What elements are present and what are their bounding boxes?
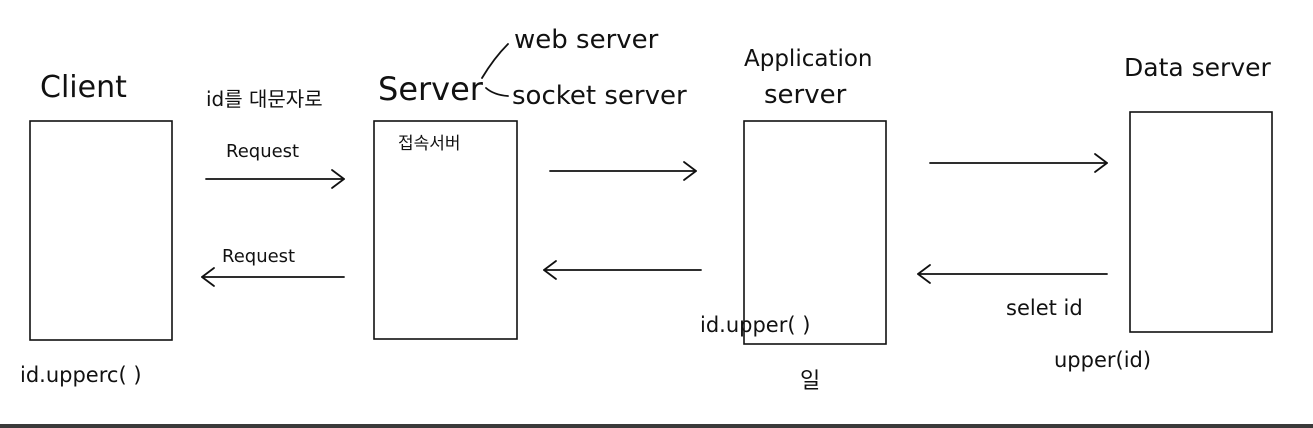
data-server-box [1129, 111, 1273, 333]
client-box [29, 120, 173, 341]
data-title: Data server [1124, 53, 1271, 82]
client-note: id.upperc( ) [20, 363, 142, 387]
arrow-app-to-data [929, 153, 1108, 173]
app-title-line2: server [764, 80, 847, 110]
request-label: Request [226, 141, 299, 162]
server-inner-label: 접속서버 [398, 134, 461, 154]
server-kind-connector [481, 43, 509, 79]
arrow-data-to-app [917, 264, 1108, 284]
app-note-below: 일 [800, 369, 820, 394]
top-caption: id를 대문자로 [206, 87, 323, 111]
server-kind-socket: socket server [512, 81, 687, 111]
client-title: Client [40, 70, 127, 105]
app-note-left: id.upper( ) [700, 313, 810, 337]
app-server-box [743, 120, 887, 345]
response-label: Request [222, 246, 295, 267]
bottom-bar [0, 424, 1313, 428]
server-box [373, 120, 518, 340]
arrow-server-to-app [549, 161, 697, 181]
data-note-query: selet id [1006, 296, 1083, 320]
arrow-client-to-server [205, 169, 345, 189]
server-title: Server [378, 70, 484, 108]
arrow-server-to-client [201, 267, 345, 287]
server-kind-web: web server [514, 25, 659, 55]
app-title-line1: Application [744, 46, 873, 72]
server-kind-connector-2 [485, 87, 509, 97]
arrow-app-to-server [543, 260, 702, 280]
data-note-func: upper(id) [1054, 348, 1151, 372]
